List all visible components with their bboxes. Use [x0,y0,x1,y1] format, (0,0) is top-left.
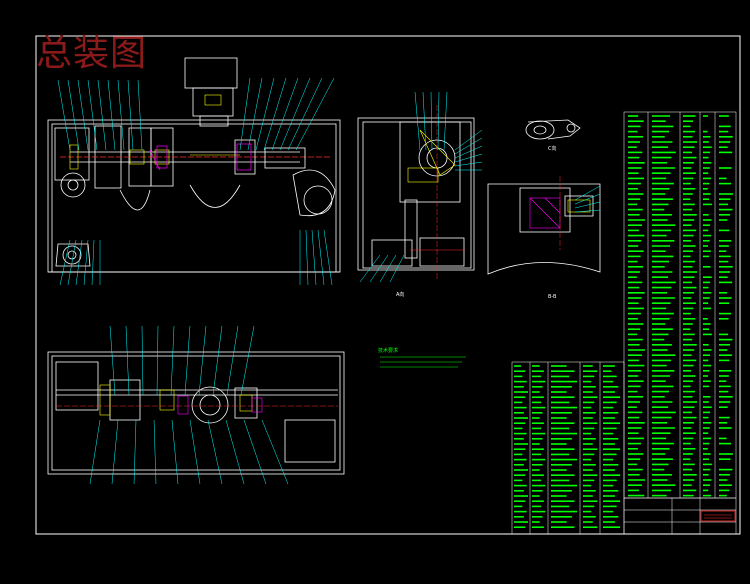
tech-notes-heading: 技术要求 [378,348,398,354]
view-a-label: A向 [396,292,404,298]
view-c-label: C向 [548,146,557,152]
view-b-label: B-B [548,294,557,300]
drawing-title: 总装图 [36,34,147,74]
